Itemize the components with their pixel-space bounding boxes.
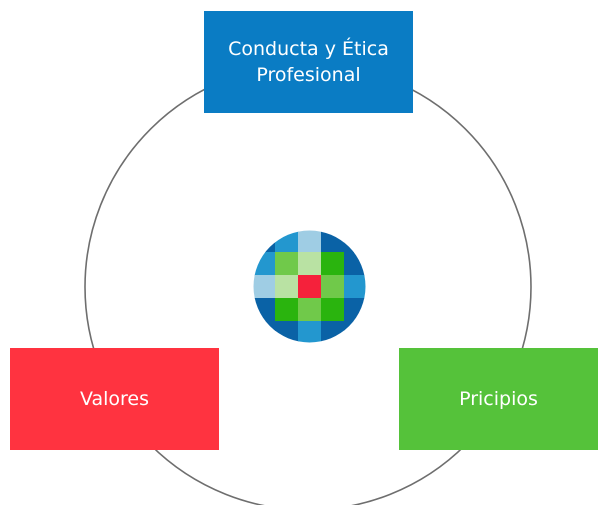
- checkered-circle-logo-icon: [253, 230, 366, 343]
- logo-cell: [275, 298, 299, 322]
- logo-cell: [321, 321, 345, 343]
- logo-cell: [321, 230, 345, 253]
- logo-cell: [275, 321, 299, 343]
- logo-cell: [253, 230, 276, 253]
- logo-cell: [253, 275, 276, 299]
- logo-cell: [321, 298, 345, 322]
- logo-cell: [275, 252, 299, 276]
- logo-cell: [344, 252, 366, 276]
- node-pricipios-label: Pricipios: [459, 388, 538, 410]
- logo-cell: [298, 230, 322, 253]
- node-valores: Valores: [10, 348, 219, 450]
- logo-cell: [298, 321, 322, 343]
- logo-cell: [298, 298, 322, 322]
- node-valores-label: Valores: [79, 388, 150, 410]
- node-conducta-etica: Conducta y Ética Profesional: [204, 11, 413, 113]
- logo-cell: [321, 252, 345, 276]
- node-conducta-etica-line2: Profesional: [256, 64, 361, 86]
- logo-cell: [275, 275, 299, 299]
- logo-cell: [298, 252, 322, 276]
- logo-cell: [275, 230, 299, 253]
- logo-cell: [253, 298, 276, 322]
- logo-cell: [344, 275, 366, 299]
- logo-cell: [253, 252, 276, 276]
- logo-cell: [344, 298, 366, 322]
- node-conducta-etica-line1: Conducta y Ética: [228, 38, 389, 60]
- logo-cell: [344, 230, 366, 253]
- logo-cell: [321, 275, 345, 299]
- node-pricipios: Pricipios: [399, 348, 598, 450]
- logo-cell: [298, 275, 322, 299]
- logo-cell: [253, 321, 276, 343]
- logo-cell: [344, 321, 366, 343]
